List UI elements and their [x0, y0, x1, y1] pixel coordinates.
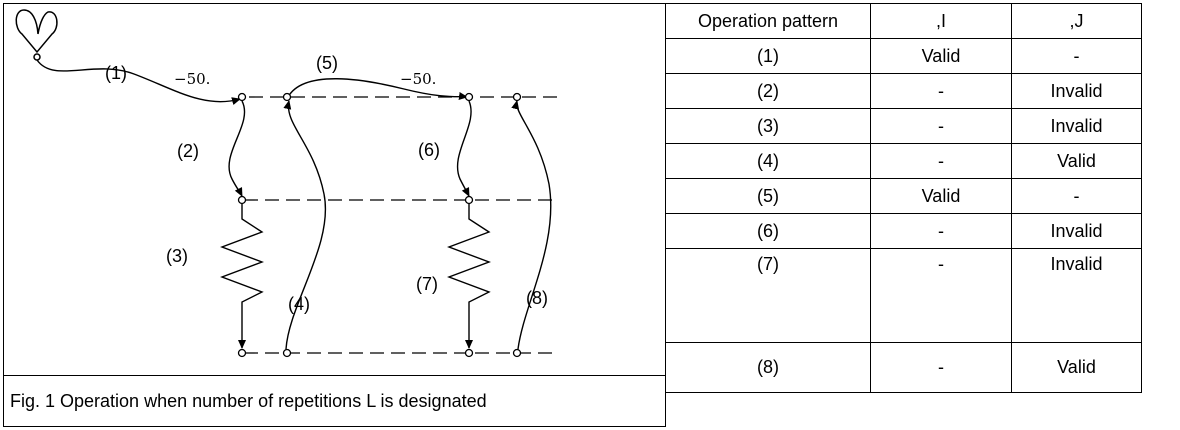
table-row: (2) - Invalid — [665, 73, 1142, 109]
tool-icon — [15, 9, 58, 61]
cell-i: - — [870, 73, 1012, 109]
label-5: (5) — [316, 53, 338, 73]
cell-j: Invalid — [1011, 248, 1142, 343]
cell-j: - — [1011, 38, 1142, 74]
label-2: (2) — [177, 141, 199, 161]
cell-pattern: (5) — [665, 178, 871, 214]
table-row: (4) - Valid — [665, 143, 1142, 179]
path-8 — [511, 100, 552, 350]
table-row: (3) - Invalid — [665, 108, 1142, 144]
cell-j: Invalid — [1011, 213, 1142, 249]
cell-i: - — [870, 248, 1012, 343]
cell-pattern: (3) — [665, 108, 871, 144]
cell-pattern: (8) — [665, 342, 871, 393]
path-7 — [447, 204, 491, 349]
cell-i: Valid — [870, 38, 1012, 74]
label-4: (4) — [288, 294, 310, 314]
cell-i: - — [870, 108, 1012, 144]
cell-j: - — [1011, 178, 1142, 214]
operation-diagram: (1) (2) (3) (4) (5) (6) (7) (8) −50. −50… — [15, 9, 559, 358]
table-row: (7) - Invalid — [665, 248, 1142, 343]
table-row: (6) - Invalid — [665, 213, 1142, 249]
value-minus-50-second: −50. — [400, 70, 436, 88]
cell-pattern: (7) — [665, 248, 871, 343]
path-5 — [287, 78, 468, 100]
path-1 — [36, 59, 241, 105]
cell-pattern: (4) — [665, 143, 871, 179]
header-i: ,I — [870, 3, 1012, 39]
cell-i: - — [870, 342, 1012, 393]
cell-j: Invalid — [1011, 108, 1142, 144]
path-4 — [283, 100, 327, 350]
label-7: (7) — [416, 274, 438, 294]
label-3: (3) — [166, 246, 188, 266]
cell-i: - — [870, 143, 1012, 179]
table-row: (5) Valid - — [665, 178, 1142, 214]
table-header-row: Operation pattern ,I ,J — [665, 3, 1142, 39]
table-row: (1) Valid - — [665, 38, 1142, 74]
cell-j: Invalid — [1011, 73, 1142, 109]
cell-j: Valid — [1011, 143, 1142, 179]
path-2 — [228, 100, 246, 197]
figure-caption: Fig. 1 Operation when number of repetiti… — [3, 376, 666, 427]
cell-pattern: (2) — [665, 73, 871, 109]
cell-pattern: (1) — [665, 38, 871, 74]
level-lines — [244, 96, 559, 354]
header-j: ,J — [1011, 3, 1142, 39]
operation-table: Operation pattern ,I ,J (1) Valid - (2) … — [665, 3, 1142, 393]
cell-pattern: (6) — [665, 213, 871, 249]
diagram-panel: (1) (2) (3) (4) (5) (6) (7) (8) −50. −50… — [3, 3, 666, 376]
label-1: (1) — [105, 63, 127, 83]
cell-i: Valid — [870, 178, 1012, 214]
path-6 — [456, 100, 472, 197]
path-3 — [220, 204, 264, 349]
cell-i: - — [870, 213, 1012, 249]
table-row: (8) - Valid — [665, 342, 1142, 393]
stop-points — [237, 92, 522, 358]
label-8: (8) — [526, 288, 548, 308]
value-minus-50-first: −50. — [174, 70, 210, 88]
cell-j: Valid — [1011, 342, 1142, 393]
header-operation-pattern: Operation pattern — [665, 3, 871, 39]
label-6: (6) — [418, 140, 440, 160]
